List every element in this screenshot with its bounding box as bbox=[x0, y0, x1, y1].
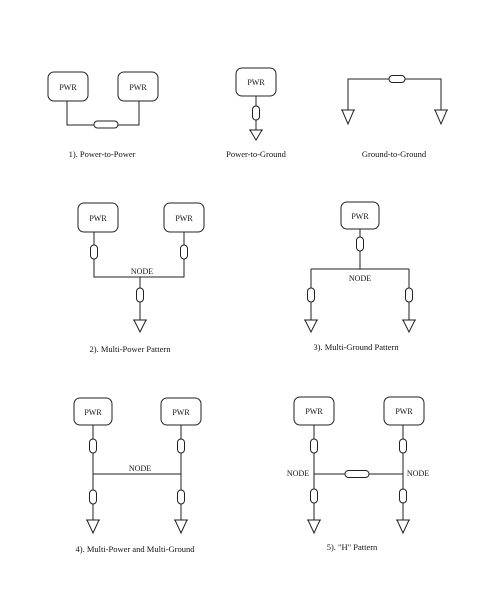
ground-icon bbox=[402, 319, 416, 334]
caption-power-to-power: 1). Power-to-Power bbox=[69, 149, 136, 159]
caption-power-to-ground: Power-to-Ground bbox=[226, 149, 287, 159]
pwr-label: PWR bbox=[351, 212, 369, 221]
node-label: NODE bbox=[349, 274, 371, 283]
pwr-box bbox=[117, 71, 159, 102]
diagram-power-to-ground: PWR Power-to-Ground bbox=[226, 67, 287, 159]
pwr-label: PWR bbox=[59, 83, 77, 92]
ground-icon bbox=[307, 519, 321, 535]
resistor-icon bbox=[399, 438, 407, 454]
resistor-icon bbox=[90, 244, 98, 260]
node-label: NODE bbox=[129, 464, 151, 473]
caption-ground-to-ground: Ground-to-Ground bbox=[362, 149, 427, 159]
pwr-label: PWR bbox=[129, 83, 147, 92]
pwr-label: PWR bbox=[84, 408, 102, 417]
caption-multi-power-and-multi-ground: 4). Multi-Power and Multi-Ground bbox=[76, 544, 196, 554]
ground-icon bbox=[133, 319, 147, 334]
resistor-icon bbox=[93, 120, 119, 129]
resistor-icon bbox=[310, 488, 318, 504]
diagram-multi-power-and-multi-ground: PWR PWR NODE 4). Multi-Power and Multi-G… bbox=[73, 397, 202, 554]
resistor-icon bbox=[177, 438, 185, 454]
ground-icon bbox=[341, 109, 355, 126]
pwr-label: PWR bbox=[172, 408, 190, 417]
ground-icon bbox=[396, 519, 410, 535]
resistor-icon bbox=[344, 470, 370, 478]
node-label: NODE bbox=[131, 267, 153, 276]
resistor-icon bbox=[399, 488, 407, 504]
diagram-multi-ground-pattern: PWR NODE 3). Multi-Ground Pattern bbox=[304, 201, 416, 352]
diagram-h-pattern: PWR PWR NODE NODE 5). "H" Pattern bbox=[287, 396, 429, 552]
pwr-label: PWR bbox=[247, 78, 265, 87]
pwr-label: PWR bbox=[305, 407, 323, 416]
pwr-box bbox=[47, 71, 89, 102]
pwr-label: PWR bbox=[175, 214, 193, 223]
resistor-icon bbox=[310, 438, 318, 454]
diagram-power-to-power: PWR PWR 1). Power-to-Power bbox=[47, 71, 159, 159]
pwr-label: PWR bbox=[89, 214, 107, 223]
resistor-icon bbox=[136, 287, 144, 303]
wire bbox=[93, 232, 185, 321]
caption-multi-ground-pattern: 3). Multi-Ground Pattern bbox=[313, 342, 399, 352]
resistor-icon bbox=[89, 489, 97, 505]
caption-h-pattern: 5). "H" Pattern bbox=[327, 542, 378, 552]
pwr-box bbox=[77, 202, 119, 233]
diagram-multi-power-pattern: PWR PWR NODE 2). Multi-Power Pattern bbox=[77, 202, 205, 354]
ground-icon bbox=[249, 129, 263, 141]
wire bbox=[347, 78, 442, 110]
ground-icon bbox=[86, 519, 100, 535]
diagram-ground-to-ground: Ground-to-Ground bbox=[341, 75, 448, 159]
pwr-label: PWR bbox=[395, 407, 413, 416]
node-label: NODE bbox=[287, 469, 309, 478]
ground-icon bbox=[304, 319, 318, 334]
resistor-icon bbox=[307, 287, 315, 303]
resistor-icon bbox=[180, 244, 188, 260]
resistor-icon bbox=[252, 105, 260, 121]
resistor-icon bbox=[89, 438, 97, 454]
resistor-icon bbox=[388, 75, 406, 83]
pwr-box bbox=[383, 396, 425, 426]
wire bbox=[66, 101, 140, 126]
ground-icon bbox=[434, 109, 448, 126]
resistor-icon bbox=[356, 236, 364, 252]
caption-multi-power-pattern: 2). Multi-Power Pattern bbox=[90, 344, 172, 354]
resistor-icon bbox=[405, 287, 413, 303]
ground-icon bbox=[174, 519, 188, 535]
resistor-icon bbox=[177, 489, 185, 505]
node-label: NODE bbox=[407, 469, 429, 478]
